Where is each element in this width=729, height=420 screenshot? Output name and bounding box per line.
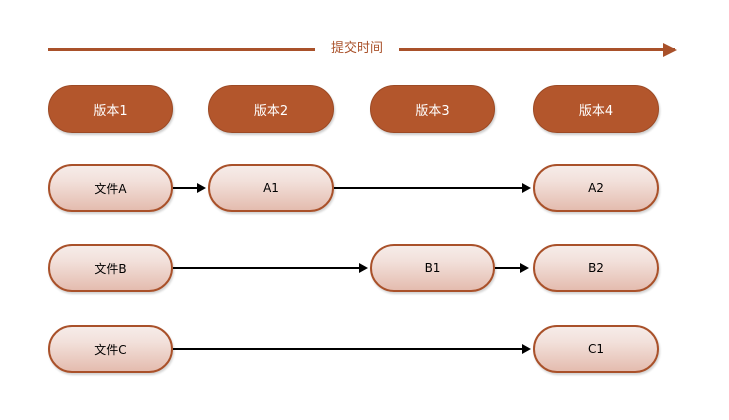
version-pill-4[interactable]: 版本4	[533, 85, 659, 133]
connector-a1-to-a2	[334, 187, 524, 189]
node-a2[interactable]: A2	[533, 164, 659, 212]
timeline-label: 提交时间	[315, 38, 399, 60]
node-file-c[interactable]: 文件C	[48, 325, 173, 373]
node-b2[interactable]: B2	[533, 244, 659, 292]
connector-arrowhead-b1-icon	[359, 263, 368, 273]
node-b1[interactable]: B1	[370, 244, 495, 292]
version-pill-3[interactable]: 版本3	[370, 85, 495, 133]
node-file-b[interactable]: 文件B	[48, 244, 173, 292]
node-a1[interactable]: A1	[208, 164, 334, 212]
connector-file-c-to-c1	[173, 348, 524, 350]
node-c1[interactable]: C1	[533, 325, 659, 373]
connector-file-a-to-a1	[173, 187, 199, 189]
connector-arrowhead-a2-icon	[522, 183, 531, 193]
version-pill-1[interactable]: 版本1	[48, 85, 173, 133]
timeline-arrowhead-icon	[663, 42, 677, 57]
connector-arrowhead-b2-icon	[520, 263, 529, 273]
node-file-a[interactable]: 文件A	[48, 164, 173, 212]
connector-arrowhead-a1-icon	[197, 183, 206, 193]
connector-arrowhead-c1-icon	[522, 344, 531, 354]
connector-b1-to-b2	[495, 267, 522, 269]
version-pill-2[interactable]: 版本2	[208, 85, 334, 133]
connector-file-b-to-b1	[173, 267, 361, 269]
